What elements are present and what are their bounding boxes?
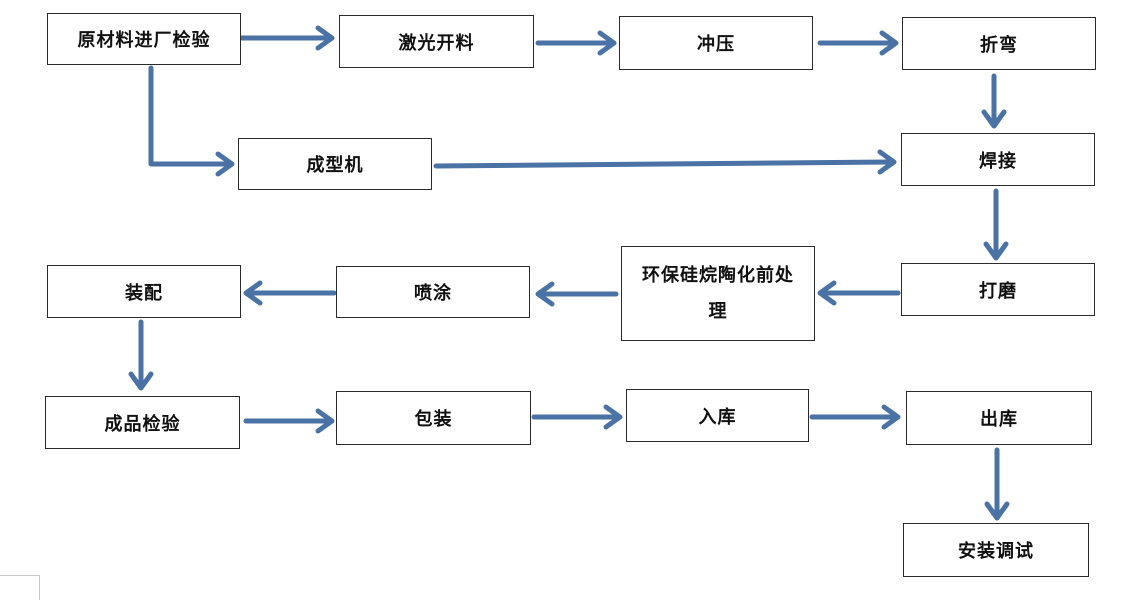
step-finished-inspection: 成品检验 [45,396,240,449]
step-installation-debugging: 安装调试 [903,523,1089,577]
step-label: 原材料进厂检验 [77,30,211,51]
step-bending: 折弯 [902,17,1096,70]
arrow-pretreatment-to-spraying [535,281,619,307]
step-label: 折弯 [980,34,1018,56]
step-label-line1: 环保硅烷陶化前处 [642,264,794,286]
step-laser-cutting: 激光开料 [339,15,534,68]
step-label: 喷涂 [414,283,452,304]
step-warehousing-out: 出库 [906,391,1092,445]
step-label: 安装调试 [958,541,1034,562]
arrow-stamping-to-bending [817,30,899,56]
step-warehousing-in: 入库 [626,389,809,442]
step-raw-material-inspection: 原材料进厂检验 [47,13,241,65]
arrow-packaging-to-in [531,404,623,430]
arrow-inspection-to-packaging [243,408,335,434]
step-label: 成型机 [306,155,364,176]
arrow-raw-to-forming [148,65,235,177]
step-label: 装配 [125,282,163,304]
arrow-in-to-out [809,404,901,430]
step-label: 出库 [980,409,1018,430]
step-forming-machine: 成型机 [238,138,432,190]
step-label: 成品检验 [104,413,181,435]
arrow-laser-to-stamping [535,30,617,56]
step-spraying: 喷涂 [336,266,530,318]
step-pretreatment: 环保硅烷陶化前处 理 [621,246,815,341]
step-label: 打磨 [979,280,1017,302]
arrow-grinding-to-pretreatment [817,280,901,306]
step-label: 激光开料 [398,32,475,54]
arrow-spraying-to-assembly [243,280,337,306]
arrow-welding-to-grinding [983,188,1009,261]
step-label: 包装 [414,409,453,430]
arrow-assembly-to-inspection [128,319,154,391]
arrow-bending-to-welding [981,73,1007,129]
step-label-line2: 理 [708,300,728,322]
step-label: 焊接 [979,150,1017,172]
step-packaging: 包装 [336,391,531,445]
arrow-raw-to-laser [239,25,335,51]
step-grinding: 打磨 [901,263,1095,316]
step-stamping: 冲压 [619,16,813,70]
step-assembly: 装配 [47,265,241,318]
arrow-out-to-installation [984,447,1010,521]
step-label: 冲压 [697,34,735,55]
step-label: 入库 [698,406,737,428]
arrow-forming-to-welding [433,149,897,175]
page-corner-mark [0,575,40,600]
step-welding: 焊接 [901,133,1095,186]
